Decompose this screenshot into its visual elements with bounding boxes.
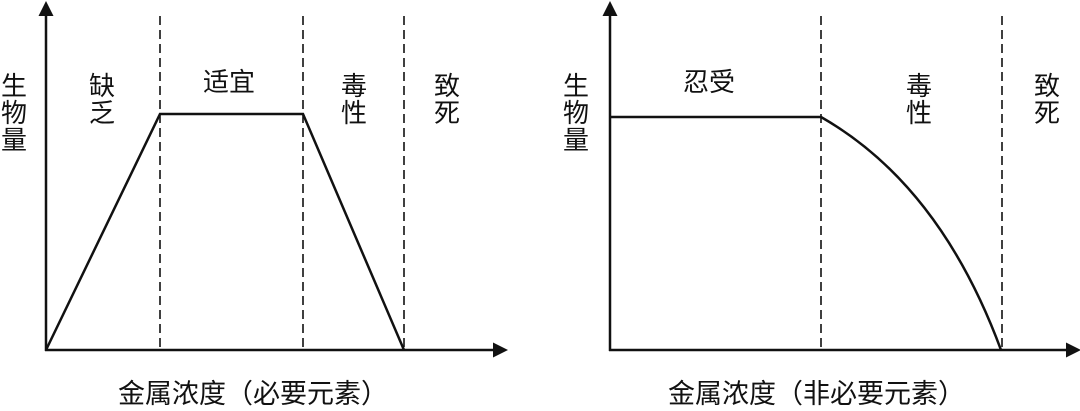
left-biomass-curve: [44, 112, 406, 351]
left-x-axis-label: 金属浓度（必要元素）: [118, 379, 388, 410]
left-panel: [38, 1, 508, 358]
left-zone-deficiency: 缺乏: [88, 72, 115, 129]
left-zone-optimal: 适宜: [203, 68, 256, 98]
right-zone-lethal: 致死: [1033, 72, 1060, 129]
right-zone-tolerance: 忍受: [683, 68, 736, 98]
left-y-axis-label: 生物量: [0, 72, 27, 156]
right-zone-toxic: 毒性: [905, 72, 932, 129]
right-y-axis-label: 生物量: [562, 72, 589, 156]
left-zone-toxic: 毒性: [340, 72, 367, 129]
right-panel: [602, 1, 1080, 358]
right-biomass-curve: [610, 115, 1003, 351]
right-x-axis-label: 金属浓度（非必要元素）: [668, 379, 965, 410]
left-zone-lethal: 致死: [433, 72, 460, 129]
